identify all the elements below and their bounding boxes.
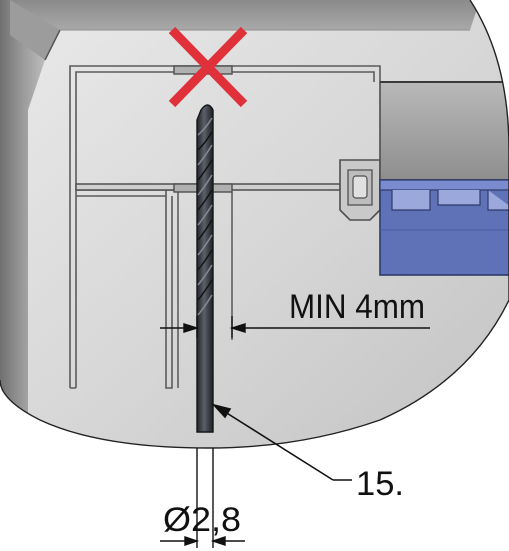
drill-guides xyxy=(177,192,233,388)
clearance-dimension xyxy=(160,316,430,338)
top-box xyxy=(379,81,509,181)
blue-bracket xyxy=(379,179,509,276)
red-cross-icon xyxy=(168,26,248,108)
callout-label: 15. xyxy=(356,465,404,503)
clip-profile xyxy=(339,159,381,221)
detail-outline xyxy=(0,0,509,449)
diameter-dimension xyxy=(160,448,245,548)
callout-leader xyxy=(211,403,352,481)
detail-view xyxy=(0,0,509,448)
corner-bevel xyxy=(10,0,60,60)
diameter-label: Ø2,8 xyxy=(163,501,241,539)
drill-bit xyxy=(196,104,214,433)
side-wall xyxy=(0,0,45,420)
clearance-label: MIN 4mm xyxy=(289,288,425,326)
